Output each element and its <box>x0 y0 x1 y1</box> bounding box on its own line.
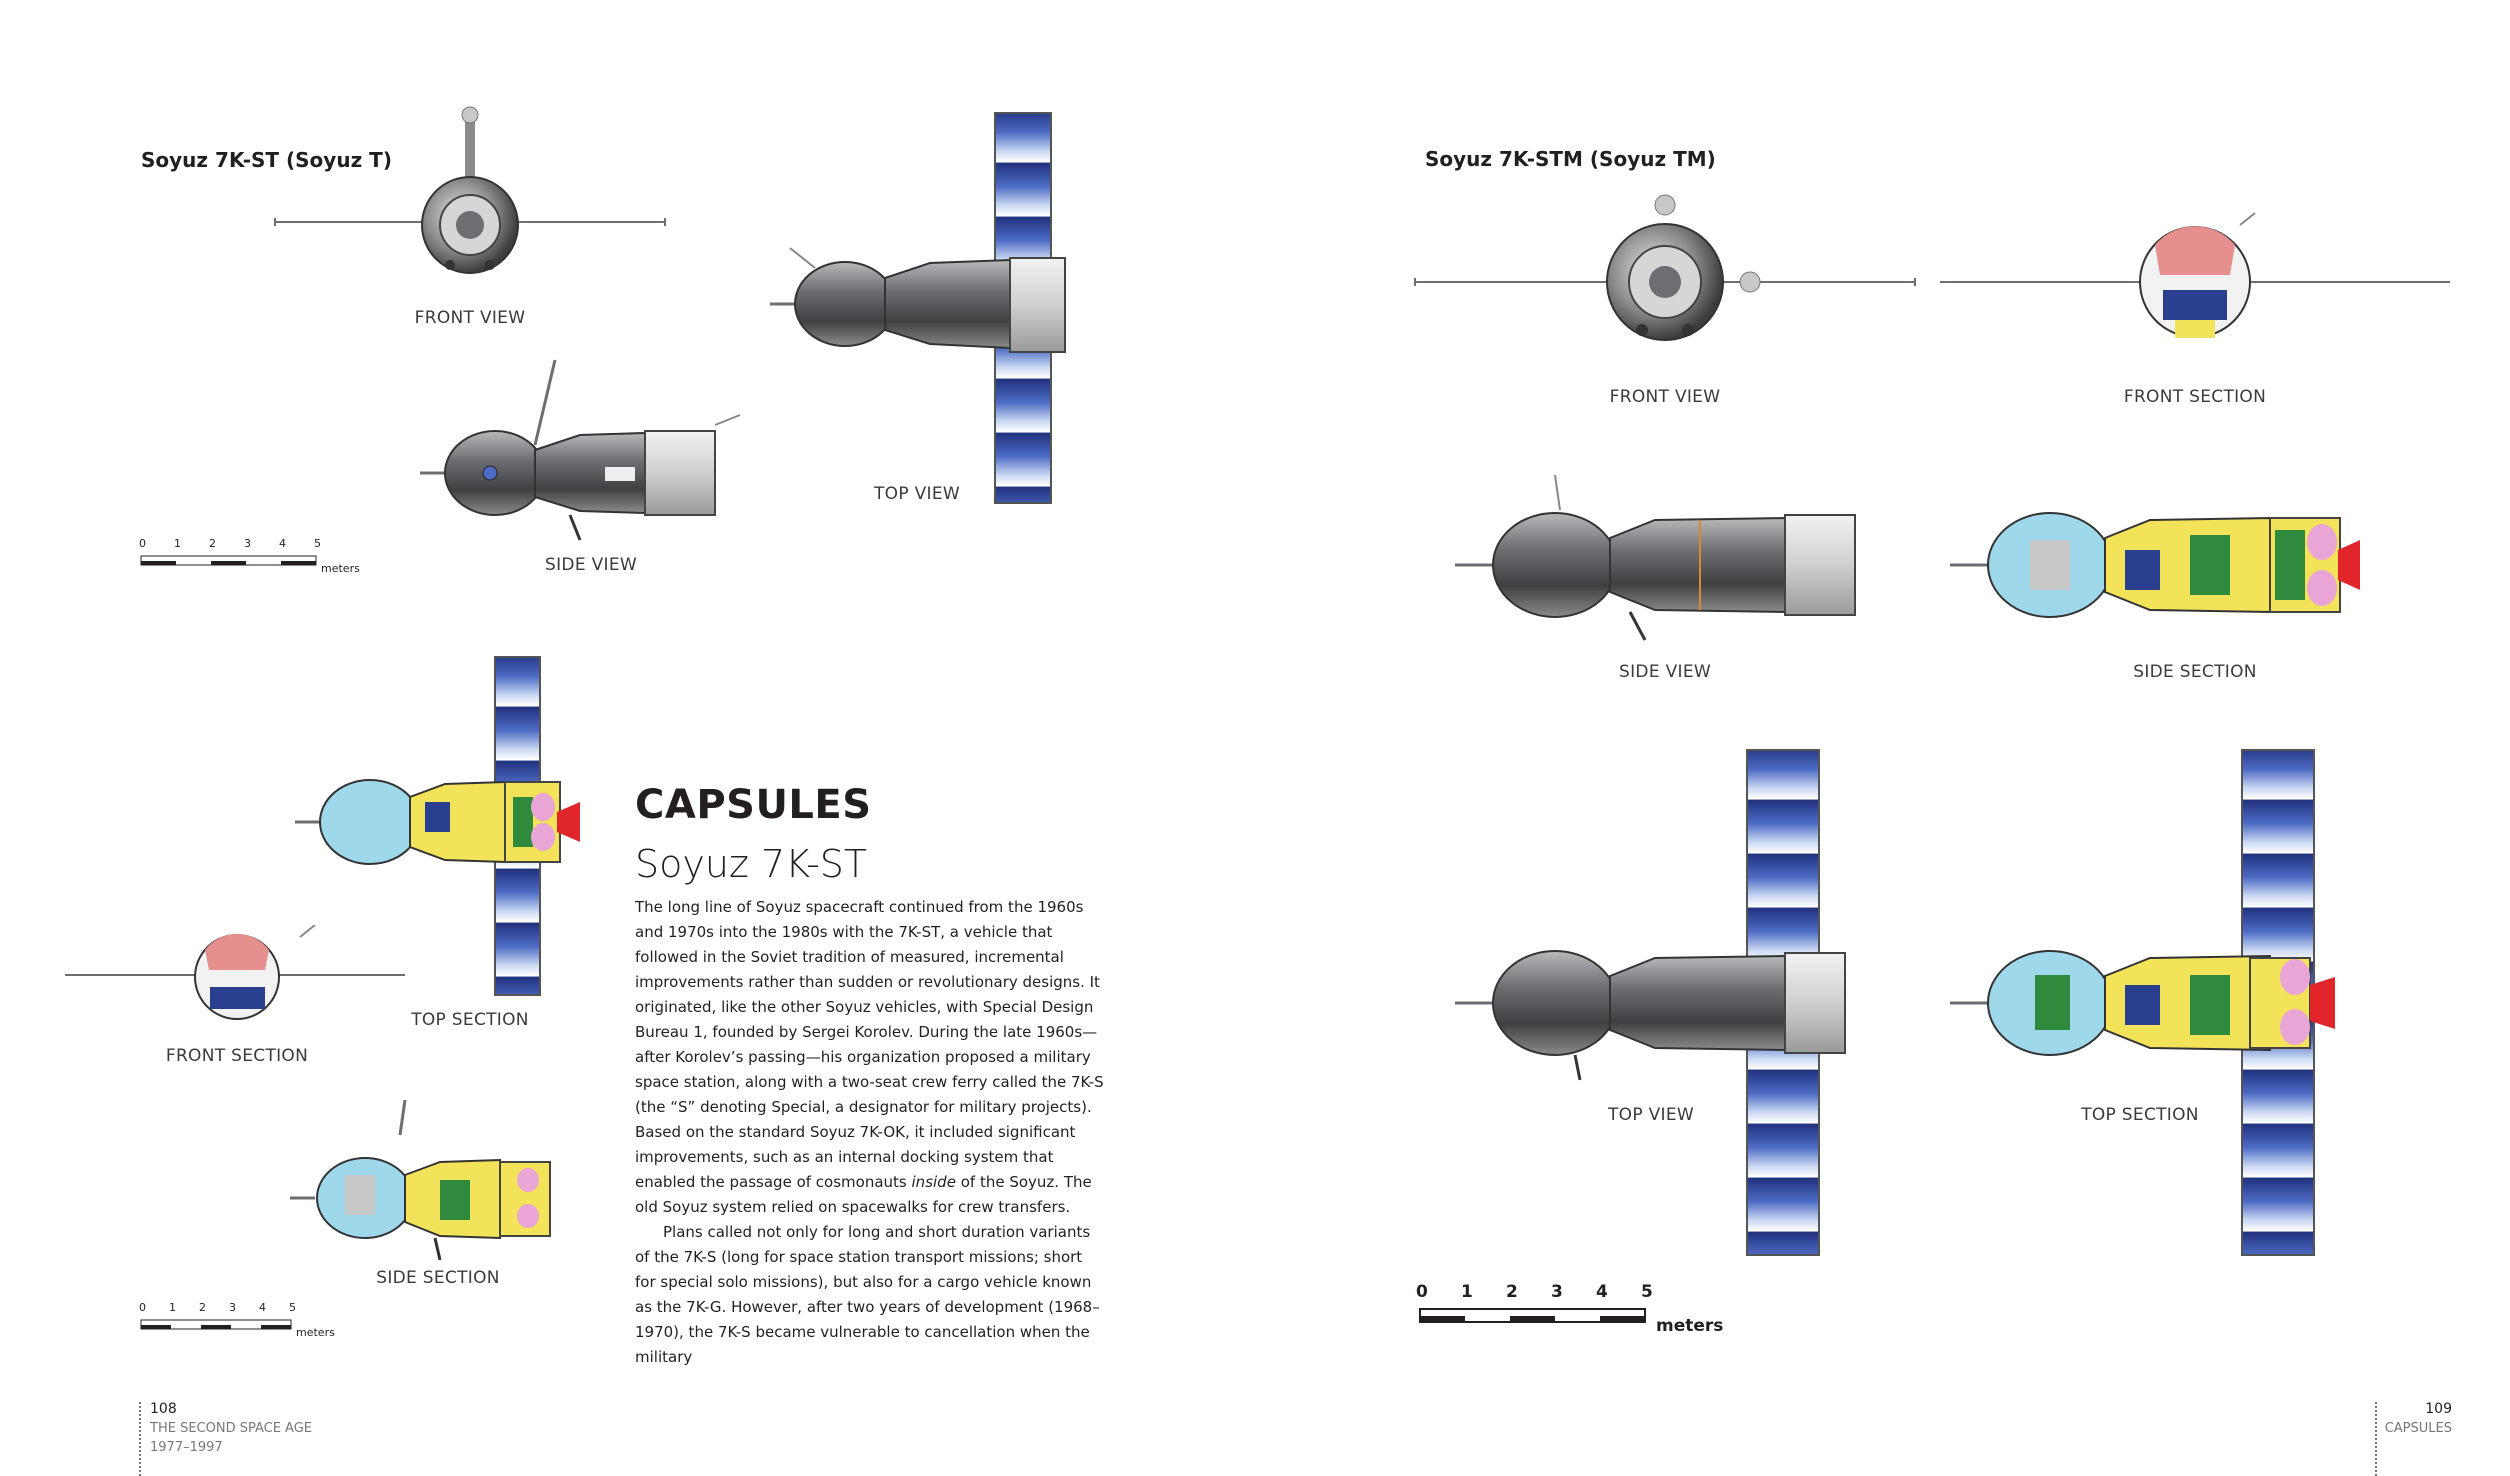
article-title: Soyuz 7K-ST <box>635 842 868 886</box>
soyuz-t-top-section-caption: TOP SECTION <box>411 1010 529 1030</box>
soyuz-tm-top-view-drawing <box>1455 749 1846 1256</box>
soyuz-tm-top-section-caption: TOP SECTION <box>2081 1105 2199 1125</box>
folio-years: 1977–1997 <box>150 1440 223 1455</box>
scale-tick: 0 <box>139 1301 146 1314</box>
soyuz-t-front-view-caption: FRONT VIEW <box>414 308 526 328</box>
soyuz-t-side-section-drawing <box>290 1100 551 1260</box>
folio-chapter: CAPSULES <box>2384 1421 2452 1436</box>
left-folio-rule <box>139 1402 141 1476</box>
scale-tick: 1 <box>1461 1282 1473 1302</box>
soyuz-t-side-section-caption: SIDE SECTION <box>376 1268 500 1288</box>
soyuz-t-heading: Soyuz 7K-ST (Soyuz T) <box>141 148 392 172</box>
right-folio-rule <box>2375 1402 2377 1476</box>
section-title: CAPSULES <box>635 782 872 828</box>
scale-unit: meters <box>296 1326 335 1339</box>
scale-unit: meters <box>321 562 360 575</box>
soyuz-tm-front-section-drawing <box>1940 212 2450 338</box>
scale-tick: 3 <box>244 537 251 550</box>
soyuz-t-scale-bar: 0 1 2 3 4 5 meters <box>139 537 371 577</box>
scale-tick: 3 <box>1551 1282 1563 1302</box>
scale-tick: 3 <box>229 1301 236 1314</box>
soyuz-tm-side-section-caption: SIDE SECTION <box>2133 662 2257 682</box>
scale-tick: 2 <box>199 1301 206 1314</box>
scale-tick: 5 <box>289 1301 296 1314</box>
soyuz-t-top-view-caption: TOP VIEW <box>873 484 961 504</box>
scale-tick: 2 <box>209 537 216 550</box>
page-number: 108 <box>150 1401 177 1417</box>
scale-tick: 1 <box>169 1301 176 1314</box>
soyuz-t-top-section-drawing <box>295 656 580 996</box>
scale-tick: 1 <box>174 537 181 550</box>
soyuz-tm-top-section-drawing <box>1950 749 2335 1256</box>
soyuz-tm-side-view-caption: SIDE VIEW <box>1619 662 1711 682</box>
article-paragraph-2: Plans called not only for long and short… <box>635 1223 1100 1366</box>
soyuz-tm-side-view-drawing <box>1455 474 1856 641</box>
soyuz-tm-top-view-caption: TOP VIEW <box>1607 1105 1695 1125</box>
page-number: 109 <box>2425 1401 2452 1417</box>
scale-tick: 0 <box>1416 1282 1428 1302</box>
scale-tick: 2 <box>1506 1282 1518 1302</box>
soyuz-t-front-section-drawing <box>65 925 405 1020</box>
scale-unit: meters <box>1656 1316 1724 1336</box>
soyuz-tm-front-view-caption: FRONT VIEW <box>1609 387 1721 407</box>
right-folio: 109 CAPSULES <box>2385 1400 2452 1438</box>
scale-tick: 0 <box>139 537 146 550</box>
soyuz-tm-scale-bar: 0 1 2 3 4 5 meters <box>1416 1282 1740 1336</box>
soyuz-tm-front-section-caption: FRONT SECTION <box>2123 387 2267 407</box>
soyuz-t-sections-scale-bar: 0 1 2 3 4 5 meters <box>139 1301 351 1341</box>
scale-tick: 4 <box>279 537 286 550</box>
soyuz-tm-heading: Soyuz 7K-STM (Soyuz TM) <box>1425 147 1716 171</box>
soyuz-tm-side-section-drawing <box>1950 512 2360 618</box>
article-body: The long line of Soyuz spacecraft contin… <box>635 895 1105 1370</box>
soyuz-t-side-view-drawing <box>420 359 741 541</box>
soyuz-tm-front-view-drawing <box>1414 194 1916 341</box>
folio-chapter: THE SECOND SPACE AGE <box>150 1421 313 1436</box>
article-paragraph-1: The long line of Soyuz spacecraft contin… <box>635 898 1104 1216</box>
soyuz-t-front-view-drawing <box>274 106 666 274</box>
scale-tick: 5 <box>1641 1282 1653 1302</box>
soyuz-t-top-view-drawing <box>770 112 1066 504</box>
scale-tick: 5 <box>314 537 321 550</box>
scale-tick: 4 <box>1596 1282 1608 1302</box>
scale-tick: 4 <box>259 1301 266 1314</box>
left-folio: 108 THE SECOND SPACE AGE 1977–1997 <box>150 1400 312 1457</box>
soyuz-t-front-section-caption: FRONT SECTION <box>165 1046 309 1066</box>
soyuz-t-side-view-caption: SIDE VIEW <box>545 555 637 575</box>
